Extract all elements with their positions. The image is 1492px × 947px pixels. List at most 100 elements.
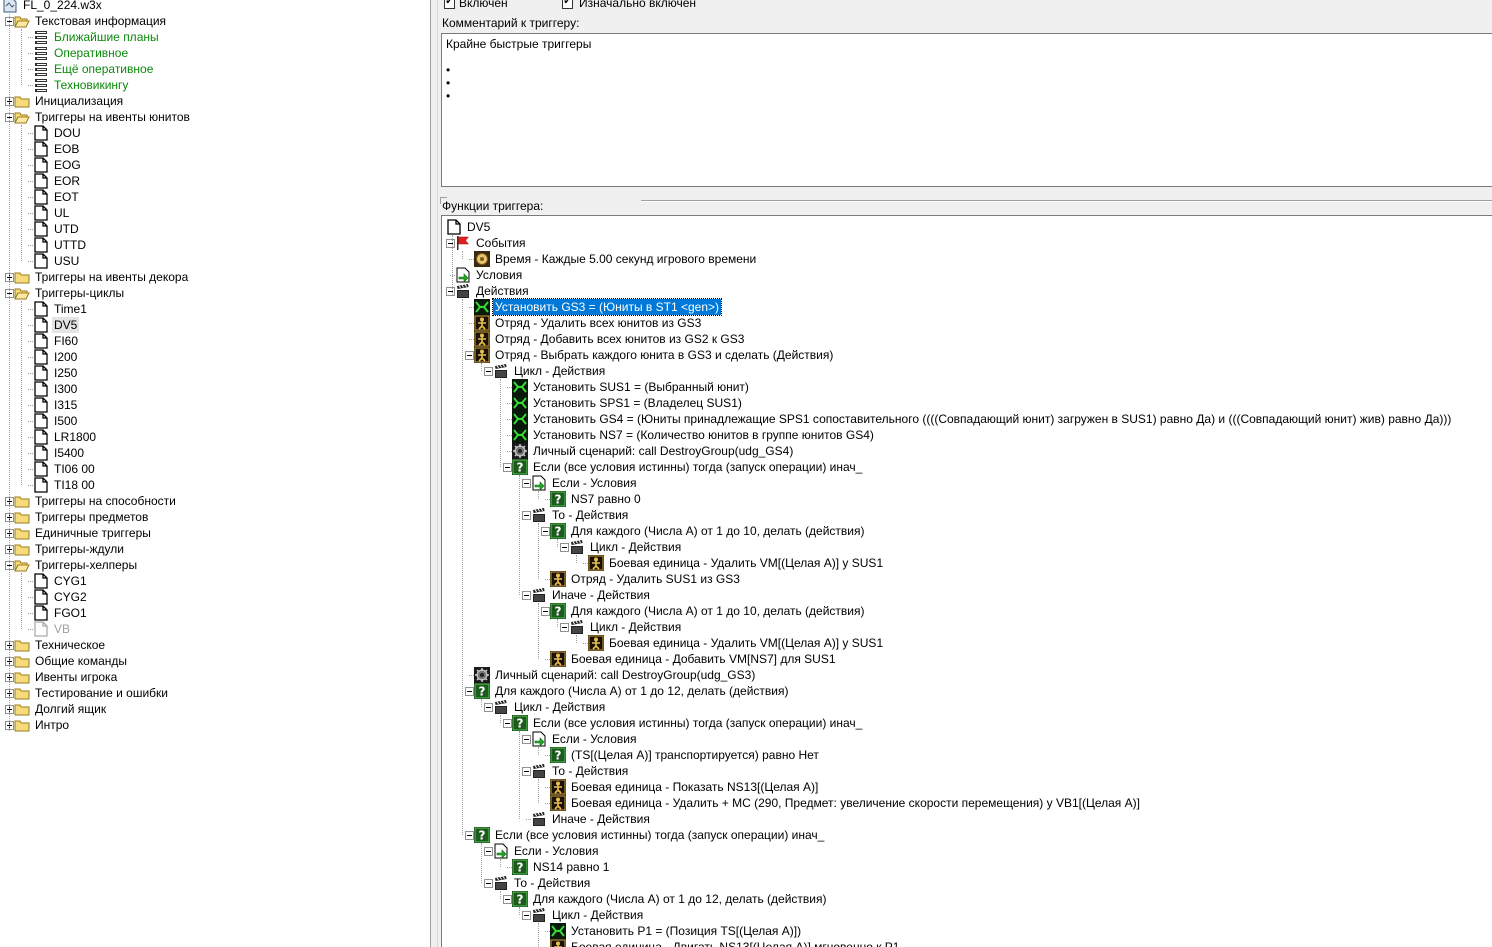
enabled-checkbox[interactable]: [444, 0, 455, 9]
tree-item-label: Цикл - Действия: [514, 364, 606, 378]
map-file-icon: [2, 0, 18, 13]
condition-icon: [531, 475, 547, 491]
folder-icon: [14, 269, 30, 285]
tree-item-label: I315: [54, 398, 78, 412]
tree-item-label: То - Действия: [514, 876, 591, 890]
tree-connector-line: [500, 715, 501, 723]
collapse-button[interactable]: [560, 623, 569, 632]
tree-branch-line: [28, 613, 33, 614]
collapse-button[interactable]: [522, 591, 531, 600]
folder-icon: [14, 541, 30, 557]
folder-open-icon: [14, 13, 30, 29]
tree-item-label: Техническое: [35, 638, 106, 652]
collapse-button[interactable]: [503, 463, 512, 472]
comment-textarea[interactable]: Крайне быстрые триггеры•••: [441, 33, 1492, 187]
tree-item-label: TI18 00: [54, 478, 95, 492]
tree-item-label: Если - Условия: [514, 844, 599, 858]
tree-item-label: Для каждого (Числа А) от 1 до 10, делать…: [571, 604, 865, 618]
tree-branch-line: [28, 133, 33, 134]
functions-group-corner: [440, 197, 447, 204]
trigger-icon: [33, 477, 49, 493]
tree-item-label: DV5: [467, 220, 491, 234]
collapse-button[interactable]: [465, 351, 474, 360]
tree-connector-line: [452, 235, 453, 295]
tree-branch-line: [507, 387, 512, 388]
collapse-button[interactable]: [522, 735, 531, 744]
initially-on-checkbox[interactable]: [562, 0, 573, 9]
tree-connector-line: [538, 603, 539, 659]
collapse-button[interactable]: [484, 703, 493, 712]
tree-branch-line: [28, 165, 33, 166]
tree-branch-line: [28, 469, 33, 470]
trigger-icon: [33, 221, 49, 237]
tree-connector-line: [21, 301, 22, 485]
collapse-button[interactable]: [465, 831, 474, 840]
collapse-button[interactable]: [446, 287, 455, 296]
trigger-icon: [33, 397, 49, 413]
tree-branch-line: [545, 931, 550, 932]
tree-item-label: Личный сценарий: call DestroyGroup(udg_G…: [495, 668, 756, 682]
clapperboard-icon: [569, 619, 585, 635]
functions-separator: [641, 200, 1492, 202]
question-icon: ?: [512, 459, 528, 475]
collapse-button[interactable]: [522, 911, 531, 920]
tree-item-label: Установить GS3 = (Юниты в ST1 <gen>): [492, 298, 722, 316]
comment-caption: Комментарий к триггеру:: [442, 16, 580, 30]
tree-branch-line: [28, 325, 33, 326]
collapse-button[interactable]: [522, 479, 531, 488]
trigger-icon: [33, 445, 49, 461]
comment-icon: [33, 29, 49, 45]
set-variable-icon: [512, 395, 528, 411]
folder-icon: [14, 701, 30, 717]
clapperboard-icon: [493, 875, 509, 891]
tree-item-label: I5400: [54, 446, 85, 460]
pane-splitter[interactable]: [430, 0, 438, 947]
tree-connector-line: [21, 29, 22, 85]
tree-item-label: Триггеры на ивенты декора: [35, 270, 189, 284]
trigger-icon: [33, 333, 49, 349]
trigger-icon: [33, 237, 49, 253]
collapse-button[interactable]: [560, 543, 569, 552]
collapse-button[interactable]: [465, 687, 474, 696]
trigger-icon: [33, 429, 49, 445]
tree-item-label: CYG1: [54, 574, 87, 588]
collapse-button[interactable]: [522, 767, 531, 776]
clapperboard-icon: [455, 283, 471, 299]
tree-branch-line: [526, 819, 531, 820]
collapse-button[interactable]: [541, 607, 550, 616]
tree-branch-line: [507, 451, 512, 452]
trigger-icon: [33, 125, 49, 141]
collapse-button[interactable]: [484, 847, 493, 856]
tree-item-label: Боевая единица - Удалить + МС (290, Пред…: [571, 796, 1140, 810]
trigger-icon: [33, 253, 49, 269]
initially-on-label: Изначально включен: [579, 0, 697, 10]
set-variable-icon: [550, 923, 566, 939]
collapse-button[interactable]: [484, 879, 493, 888]
tree-item-label: То - Действия: [552, 764, 629, 778]
tree-item-label: Установить SPS1 = (Владелец SUS1): [533, 396, 742, 410]
collapse-button[interactable]: [446, 239, 455, 248]
tree-item-label: (TS[(Целая А)] транспортируется) равно Н…: [571, 748, 819, 762]
tree-branch-line: [28, 181, 33, 182]
trigger-icon: [33, 461, 49, 477]
tree-branch-line: [545, 755, 550, 756]
tree-item-label: Боевая единица - Двигать NS13[(Целая А)]…: [571, 940, 900, 947]
set-variable-icon: [512, 411, 528, 427]
tree-item-label: Если (все условия истинны) тогда (запуск…: [533, 716, 863, 730]
question-icon: ?: [474, 683, 490, 699]
collapse-button[interactable]: [541, 527, 550, 536]
tree-item-label: I250: [54, 366, 78, 380]
tree-item-label: Личный сценарий: call DestroyGroup(udg_G…: [533, 444, 794, 458]
collapse-button[interactable]: [484, 367, 493, 376]
tree-item-label: EOT: [54, 190, 79, 204]
collapse-button[interactable]: [503, 719, 512, 728]
tree-connector-line: [9, 11, 10, 731]
tree-item-label: Долгий ящик: [35, 702, 107, 716]
tree-item-label: То - Действия: [552, 508, 629, 522]
collapse-button[interactable]: [503, 895, 512, 904]
clapperboard-icon: [531, 907, 547, 923]
tree-connector-line: [500, 859, 501, 867]
collapse-button[interactable]: [522, 511, 531, 520]
